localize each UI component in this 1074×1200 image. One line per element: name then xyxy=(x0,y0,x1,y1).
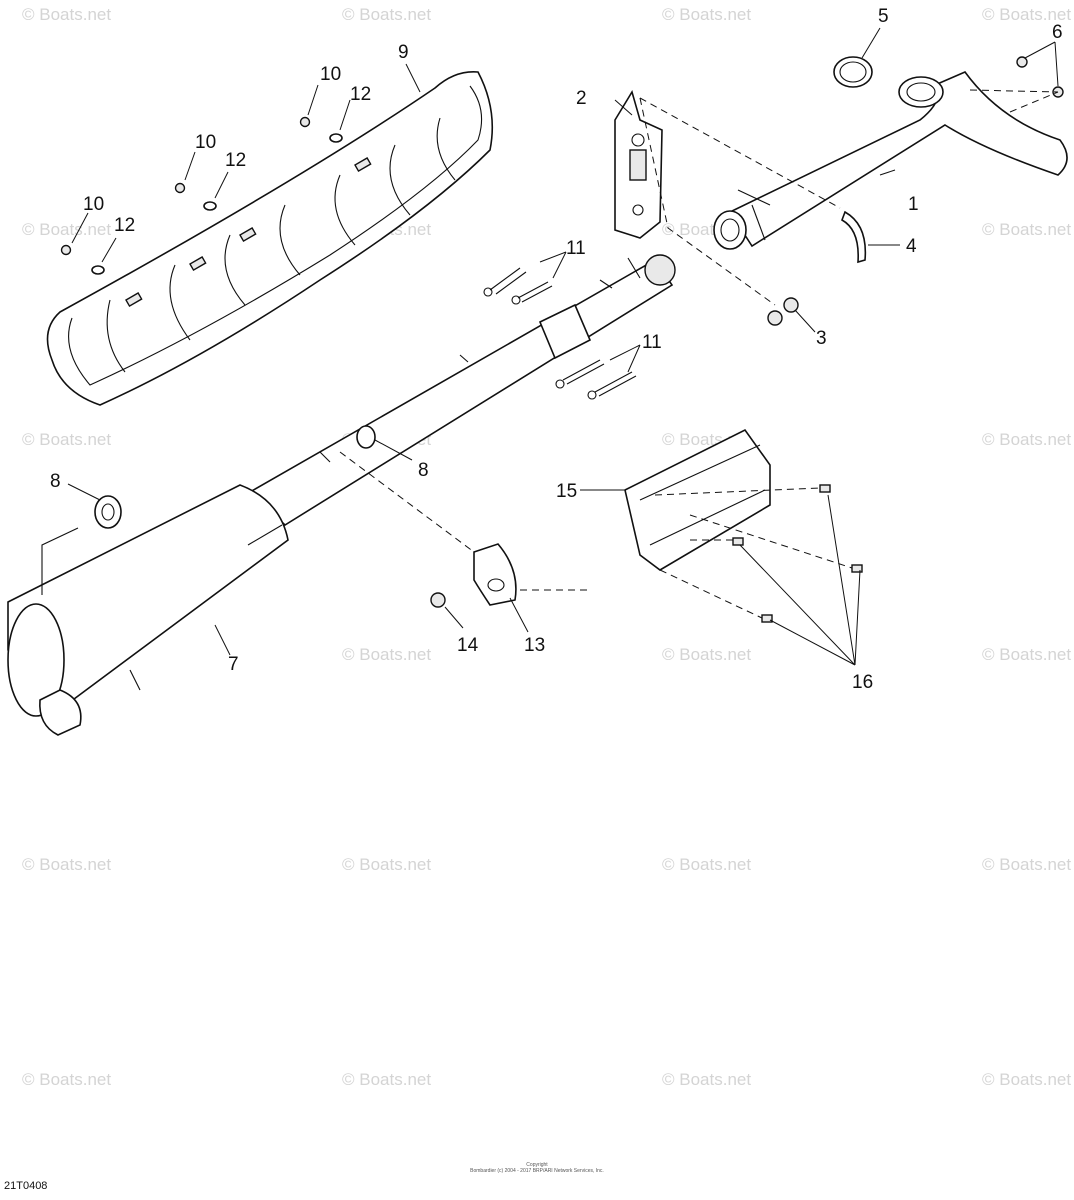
callout-label: 13 xyxy=(524,635,545,656)
callout-label: 12 xyxy=(114,215,135,236)
copyright-line: Bombardier (c) 2004 - 2017 BRP/ARI Netwo… xyxy=(470,1168,604,1174)
bracket-part xyxy=(614,90,663,239)
callout-label: 15 xyxy=(556,481,577,502)
callout-label: 11 xyxy=(642,332,662,353)
grommet-set xyxy=(94,425,376,529)
callout-label: 6 xyxy=(1052,22,1063,43)
callout-label: 8 xyxy=(418,460,429,481)
callout-label: 7 xyxy=(228,654,239,675)
callout-label: 10 xyxy=(195,132,216,153)
callout-labels: 1 2 3 4 5 6 7 8 8 9 10 10 10 11 11 12 12… xyxy=(50,6,1063,693)
watermark: © Boats.net xyxy=(22,855,111,874)
callout-label: 14 xyxy=(457,635,479,656)
watermark: © Boats.net xyxy=(982,430,1071,449)
callout-label: 10 xyxy=(320,64,341,85)
diagram-code: 21T0408 xyxy=(4,1180,48,1192)
watermark: © Boats.net xyxy=(22,5,111,24)
leader-lines xyxy=(67,27,1059,666)
callout-label: 4 xyxy=(906,236,917,257)
callout-label: 10 xyxy=(83,194,104,215)
connector-hose-part xyxy=(841,210,867,264)
watermark: © Boats.net xyxy=(342,645,431,664)
copyright-notice: Copyright Bombardier (c) 2004 - 2017 BRP… xyxy=(0,1162,1074,1174)
callout-label: 12 xyxy=(350,84,371,105)
nut-set xyxy=(1016,56,1064,98)
watermark: © Boats.net xyxy=(662,645,751,664)
watermark: © Boats.net xyxy=(982,5,1071,24)
callout-label: 12 xyxy=(225,150,246,171)
watermark: © Boats.net xyxy=(342,1070,431,1089)
muffler-part xyxy=(7,254,676,736)
bolt-set xyxy=(767,297,799,326)
gasket-part xyxy=(833,56,873,88)
watermark: © Boats.net xyxy=(982,855,1071,874)
callout-label: 1 xyxy=(908,194,919,215)
callout-label: 2 xyxy=(576,88,587,109)
assembly-lines xyxy=(339,89,1059,619)
watermark: © Boats.net xyxy=(662,1070,751,1089)
callout-label: 9 xyxy=(398,42,409,63)
copyright-title: Copyright xyxy=(526,1162,548,1168)
callout-label: 8 xyxy=(50,471,61,492)
watermark: © Boats.net xyxy=(662,5,751,24)
spring-set xyxy=(483,267,637,400)
watermark: © Boats.net xyxy=(982,220,1071,239)
shield-panel-part xyxy=(624,428,863,623)
screw-washer-set xyxy=(60,116,343,275)
watermark: © Boats.net xyxy=(662,855,751,874)
callout-label: 11 xyxy=(566,238,586,259)
rear-bracket-part xyxy=(430,543,517,608)
watermark: © Boats.net xyxy=(982,645,1071,664)
callout-label: 3 xyxy=(816,328,827,349)
callout-label: 5 xyxy=(878,6,889,27)
callout-label: 16 xyxy=(852,672,873,693)
watermark: © Boats.net xyxy=(982,1070,1071,1089)
watermark: © Boats.net xyxy=(22,1070,111,1089)
watermark: © Boats.net xyxy=(342,855,431,874)
watermark-layer: © Boats.net © Boats.net © Boats.net © Bo… xyxy=(22,5,1071,1089)
exhaust-pipe-part xyxy=(713,71,1068,250)
watermark: © Boats.net xyxy=(342,5,431,24)
heat-shield-part xyxy=(46,71,494,406)
watermark: © Boats.net xyxy=(22,220,111,239)
watermark: © Boats.net xyxy=(22,430,111,449)
